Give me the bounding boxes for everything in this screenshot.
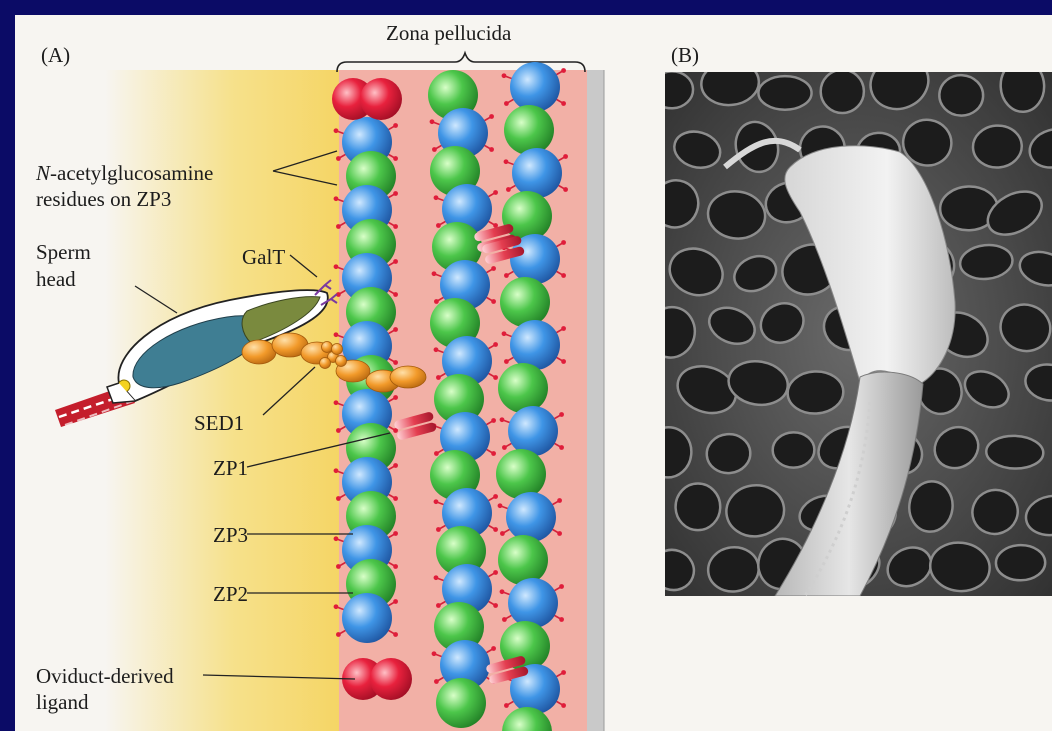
oviduct-ligand-label-line1: Oviduct-derived xyxy=(36,663,174,689)
sed1-label: SED1 xyxy=(194,410,244,436)
sperm-head-label-line2: head xyxy=(36,266,76,292)
sed1-linker xyxy=(322,342,333,353)
zp2-bead xyxy=(498,363,548,413)
residues-on-zp3-label: residues on ZP3 xyxy=(36,186,171,212)
zp3-bead xyxy=(510,320,560,370)
oviduct-ligand-label-line2: ligand xyxy=(36,689,89,715)
sem-micrograph-sperm-on-zona xyxy=(665,72,1052,596)
zona-pellucida-label: Zona pellucida xyxy=(386,20,511,46)
zp3-bead xyxy=(508,578,558,628)
protein-chains xyxy=(332,62,568,731)
zp2-bead xyxy=(496,449,546,499)
sed1-domain xyxy=(242,340,276,364)
sed1-linker xyxy=(332,344,343,355)
zp2-bead xyxy=(500,277,550,327)
oviduct-ligand xyxy=(332,78,402,120)
figure-panel: (A) (B) Zona pellucida N-acetylglucosami… xyxy=(15,15,1052,731)
zp2-bead xyxy=(504,105,554,155)
zp3-bead xyxy=(510,62,560,112)
panel-a-label: (A) xyxy=(41,42,70,68)
zona-binding-diagram xyxy=(15,15,665,731)
zp3-label: ZP3 xyxy=(213,522,248,548)
zp3-bead xyxy=(508,406,558,456)
zp3-bead xyxy=(512,148,562,198)
sed1-linker xyxy=(320,358,331,369)
zp3-bead xyxy=(342,593,392,643)
galt-label: GalT xyxy=(242,244,285,270)
panel-b-label: (B) xyxy=(671,42,699,68)
zp2-bead xyxy=(502,191,552,241)
sed1-linker xyxy=(336,356,347,367)
zp2-label: ZP2 xyxy=(213,581,248,607)
sed1-domain xyxy=(390,366,426,388)
zp2-bead xyxy=(436,678,486,728)
sperm-head-label-line1: Sperm xyxy=(36,239,91,265)
zp2-bead xyxy=(498,535,548,585)
zp1-label: ZP1 xyxy=(213,455,248,481)
zp3-bead xyxy=(506,492,556,542)
n-acetylglucosamine-label: N-acetylglucosamine xyxy=(36,160,213,186)
zona-edge xyxy=(587,70,604,731)
